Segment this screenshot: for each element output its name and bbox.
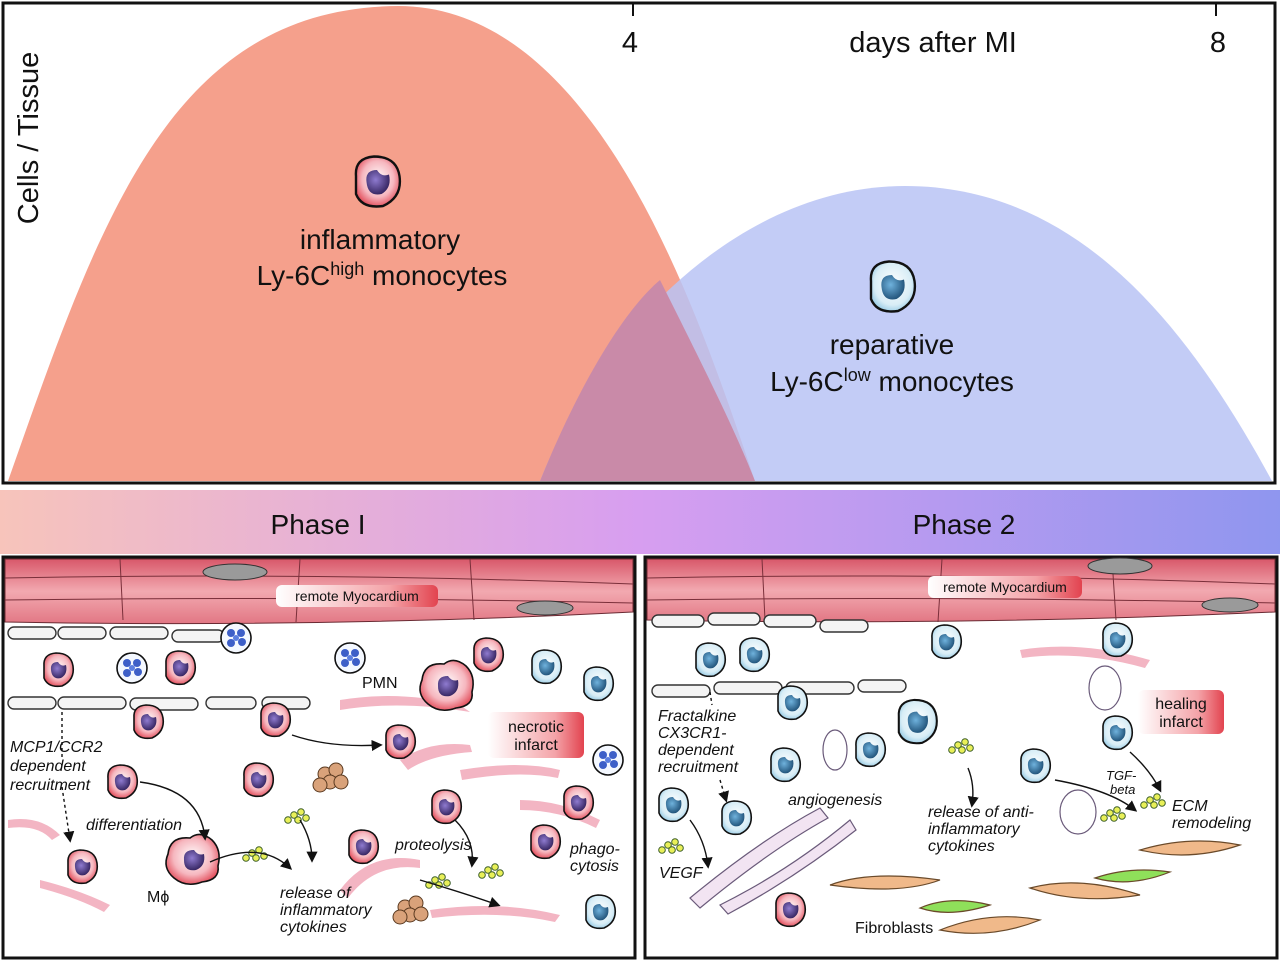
inflammatory-monocyte-icon: [354, 155, 402, 208]
y-axis-label: Cells / Tissue: [13, 52, 45, 224]
monocyte-cell: [385, 724, 417, 760]
phase-1-label: Phase I: [271, 509, 366, 540]
monocyte-cell: [43, 652, 75, 688]
reparative-subtype-label: Ly-6Clow monocytes: [770, 365, 1014, 397]
monocyte-cell: [855, 732, 887, 768]
tgf-beta-label: TGF-beta: [1106, 768, 1137, 797]
monocyte-cell: [431, 789, 463, 825]
macrophage-cell: [165, 833, 220, 886]
inflammatory-subtype-label: Ly-6Chigh monocytes: [257, 259, 508, 291]
monocyte-cell: [770, 747, 802, 783]
monocyte-cell: [260, 702, 292, 738]
reparative-label: reparative: [830, 329, 955, 360]
blood-vessel: [689, 665, 1122, 915]
monocyte-cell: [585, 894, 617, 930]
monocyte-cell: [243, 762, 275, 798]
fibroblasts: [829, 840, 1243, 934]
monocyte-cell: [721, 800, 753, 836]
inflammatory-curve: [8, 6, 755, 481]
monocyte-cell: [775, 892, 807, 928]
phase-2-panel: remote Myocardium: [643, 555, 1279, 960]
monocyte-cell: [531, 649, 563, 685]
vegf-label: VEGF: [659, 865, 704, 882]
phase-bar: Phase I Phase 2: [0, 490, 1280, 554]
monocyte-cell: [739, 637, 771, 673]
tick-8: 8: [1210, 27, 1226, 59]
monocyte-cell: [563, 785, 595, 821]
macrophage-label: Mϕ: [147, 889, 169, 906]
monocyte-cell: [777, 685, 809, 721]
monocyte-cell: [165, 650, 197, 686]
phase-1-panel: remote Myocardium: [1, 555, 637, 960]
differentiation-label: differentiation: [86, 817, 182, 834]
monocyte-cell: [530, 824, 562, 860]
monocyte-cell: [473, 637, 505, 673]
proteolysis-label: proteolysis: [394, 837, 471, 854]
monocyte-cell: [658, 787, 690, 823]
arrows: [689, 691, 1162, 869]
necrotic-debris: [312, 762, 429, 925]
angiogenesis-label: angiogenesis: [788, 792, 882, 809]
top-panel: 4 8 days after MI Cells / Tissue inflamm…: [1, 1, 1277, 485]
phagocytosis-label: phago-cytosis: [569, 841, 620, 875]
fibroblasts-label: Fibroblasts: [855, 920, 933, 937]
pmn-label: PMN: [362, 675, 398, 692]
monocyte-cell: [1020, 748, 1052, 784]
reparative-curve: [540, 186, 1272, 481]
monocyte-cell: [1102, 715, 1134, 751]
phase-2-label: Phase 2: [913, 509, 1016, 540]
monocyte-cell: [583, 666, 615, 702]
reparative-monocyte-icon: [869, 260, 917, 313]
neutrophil-cell: [220, 622, 252, 654]
macrophage-cell: [419, 659, 474, 712]
x-axis-label: days after MI: [849, 27, 1017, 59]
remote-myocardium-label: remote Myocardium: [295, 588, 419, 604]
neutrophil-cell: [592, 744, 624, 776]
monocyte-cell: [1102, 622, 1134, 658]
monocyte-cell: [133, 704, 165, 740]
necrotic-fibers: [8, 696, 600, 922]
monocyte-cell: [348, 829, 380, 865]
overlap-region: [540, 280, 755, 481]
remote-myocardium-label: remote Myocardium: [943, 579, 1067, 595]
neutrophil-cell: [116, 652, 148, 684]
monocyte-cell: [695, 642, 727, 678]
monocyte-cell: [107, 764, 139, 800]
tick-4: 4: [622, 27, 638, 59]
monocyte-cell: [67, 849, 99, 885]
monocyte-cell: [897, 698, 938, 745]
inflammatory-label: inflammatory: [300, 224, 460, 255]
monocyte-cell: [931, 624, 963, 660]
neutrophil-cell: [334, 642, 366, 674]
arrows: [61, 712, 501, 908]
